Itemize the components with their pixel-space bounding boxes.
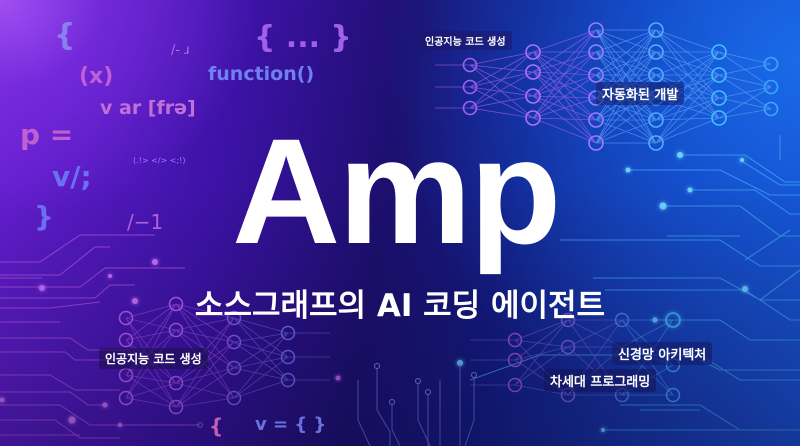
label-bottom-ai-codegen: 인공지능 코드 생성	[99, 348, 208, 369]
code-brace-close: }	[34, 200, 54, 233]
code-v-semicolon: v/;	[52, 160, 92, 193]
code-p-equals: p =	[20, 118, 74, 151]
label-automated-dev: 자동화된 개발	[596, 82, 685, 105]
code-tags: (.!> </> <;!)	[133, 156, 186, 165]
bottom-circuit-verticals-icon	[357, 363, 475, 446]
code-function-call: function()	[208, 63, 315, 85]
label-next-gen-programming: 차세대 프로그래밍	[544, 369, 657, 392]
hero-subtitle: 소스그래프의 AI 코딩 에이전트	[194, 288, 606, 324]
hero-title: Amp	[232, 107, 561, 275]
code-v-object: v = { }	[255, 414, 327, 435]
code-comment-slash: /- ɹ	[171, 43, 190, 58]
code-ellipsis-braces: { ... }	[254, 20, 352, 55]
code-var-array: v ar [frə]	[100, 97, 196, 119]
left-circuit-nodes-icon	[0, 259, 158, 427]
label-neural-architecture: 신경망 아키텍처	[612, 342, 713, 365]
top-neural-network-icon	[435, 22, 779, 151]
code-bottom-brace: {	[209, 414, 224, 438]
code-minus-one: /−1	[127, 210, 164, 234]
label-top-ai-codegen: 인공지능 코드 생성	[419, 31, 512, 50]
bottom-right-neural-network-icon	[470, 312, 681, 403]
code-x-param: (x)	[79, 64, 114, 89]
right-circuit-traces-icon	[469, 135, 800, 431]
code-brace-open: {	[54, 18, 76, 53]
